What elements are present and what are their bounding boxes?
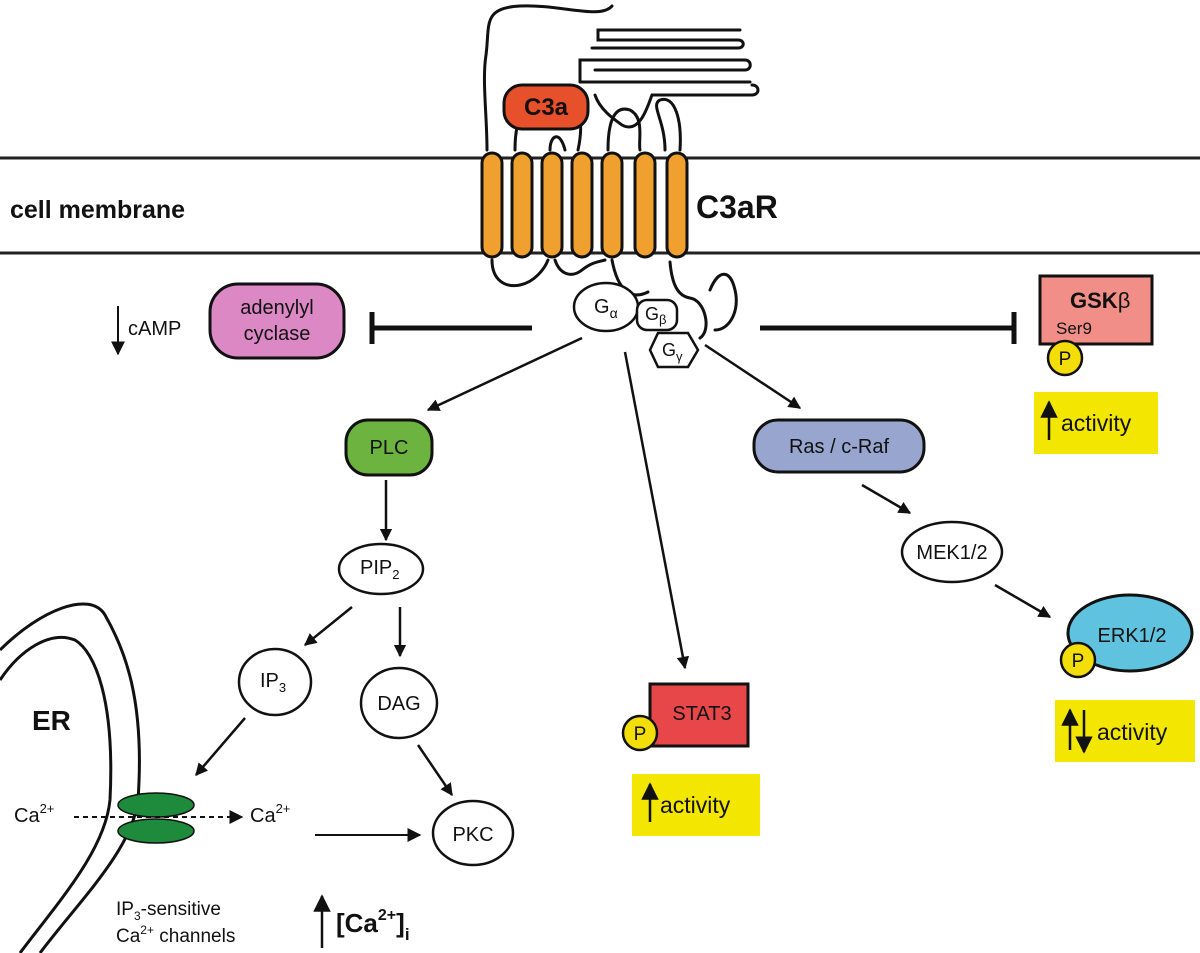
camp-label: cAMP xyxy=(128,318,181,340)
mek-label: MEK1/2 xyxy=(916,542,987,564)
c3a-label: C3a xyxy=(524,94,569,121)
helix-5 xyxy=(600,151,624,259)
adenylyl-cyclase-line1: adenylyl xyxy=(240,297,313,319)
erk-label: ERK1/2 xyxy=(1098,625,1167,647)
arrow-g-to-stat3 xyxy=(623,351,690,670)
erk-phospho-label: P xyxy=(1072,651,1085,672)
er-membrane xyxy=(0,602,141,953)
ip3-node xyxy=(237,647,313,717)
arrow-ip3-to-channel xyxy=(195,717,246,776)
er-label: ER xyxy=(32,705,71,736)
arrow-mek-to-erk xyxy=(994,583,1052,619)
g-beta xyxy=(635,298,679,332)
pip2-label: PIP2 xyxy=(360,557,399,582)
stat3-activity-label: activity xyxy=(660,792,731,818)
g-gamma xyxy=(648,331,700,369)
stat3-phospho-label: P xyxy=(634,724,647,745)
stat3-node xyxy=(648,682,750,748)
ras-craf-node xyxy=(752,418,926,474)
erk-phospho xyxy=(1059,641,1097,679)
g-beta-label: Gβ xyxy=(645,304,667,327)
helix-3 xyxy=(540,151,564,259)
arrow-dag-to-pkc xyxy=(416,744,454,797)
erk-node xyxy=(1066,593,1194,673)
helix-6 xyxy=(633,151,657,259)
arrow-g-to-ras xyxy=(704,343,802,410)
gsk-node xyxy=(1038,274,1154,346)
adenylyl-cyclase-line2: cyclase xyxy=(244,323,311,345)
pkc-node xyxy=(431,799,515,867)
pkc-label: PKC xyxy=(452,824,493,846)
c3a-ligand xyxy=(502,83,590,131)
helix-1 xyxy=(480,151,504,259)
arrow-pip2-to-ip3 xyxy=(304,606,353,646)
arrow-ras-to-mek xyxy=(861,483,912,515)
ca-channel-bottom xyxy=(117,818,195,844)
inhibit-adenylyl-cyclase xyxy=(369,312,532,344)
receptor-helices xyxy=(480,151,689,259)
stat3-phospho xyxy=(621,714,659,752)
ca-channel-top xyxy=(117,792,195,818)
ip3-label: IP3 xyxy=(260,670,286,695)
gsk-site-label: Ser9 xyxy=(1056,319,1092,338)
ca-intracellular-label: [Ca2+]i xyxy=(336,907,410,944)
gsk-activity-label: activity xyxy=(1061,410,1132,436)
plc-node xyxy=(344,418,434,477)
helix-7 xyxy=(665,151,689,259)
mek-node xyxy=(900,520,1004,584)
g-gamma-label: Gγ xyxy=(662,340,683,364)
ca-left-label: Ca2+ xyxy=(14,801,54,827)
pip2-node xyxy=(337,542,425,596)
dag-node xyxy=(359,666,439,740)
membrane-label: cell membrane xyxy=(10,196,185,224)
helix-2 xyxy=(510,151,534,259)
gsk-phospho-label: P xyxy=(1059,349,1072,370)
receptor-label: C3aR xyxy=(696,189,778,225)
helix-4 xyxy=(570,151,594,259)
ca-right-label: Ca2+ xyxy=(250,801,290,827)
ca-channels-line2: Ca2+ channels xyxy=(116,923,235,947)
dag-label: DAG xyxy=(377,693,420,715)
g-alpha-label: Gα xyxy=(594,296,618,321)
gsk-label: GSKβ xyxy=(1070,288,1130,313)
ca-channels-line1: IP3-sensitive xyxy=(116,899,221,923)
gsk-phospho xyxy=(1046,339,1084,377)
arrow-g-to-plc xyxy=(426,336,583,412)
stat3-label: STAT3 xyxy=(672,703,731,725)
plc-label: PLC xyxy=(370,437,409,459)
erk-activity-label: activity xyxy=(1097,719,1168,745)
ras-craf-label: Ras / c-Raf xyxy=(789,436,889,458)
adenylyl-cyclase-node xyxy=(208,282,346,360)
inhibit-gsk xyxy=(760,312,1017,344)
